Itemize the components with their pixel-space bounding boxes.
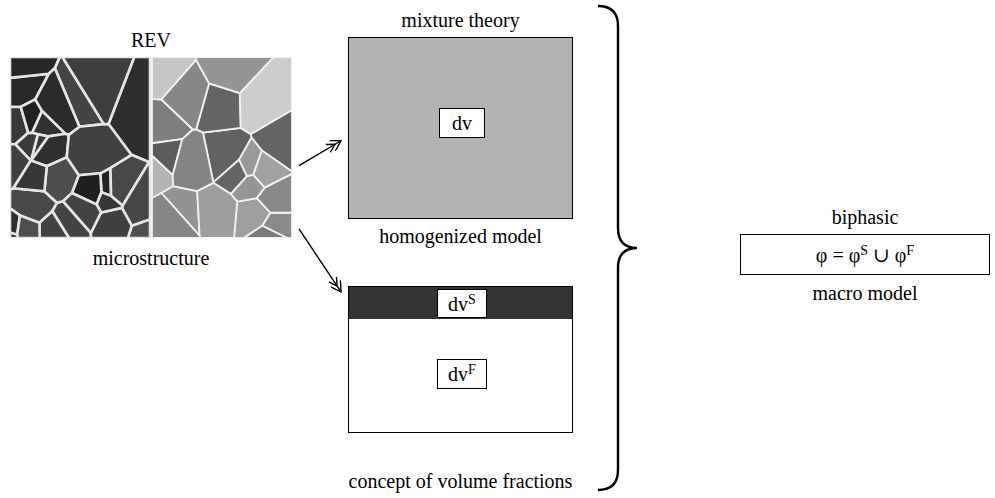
foam-cell — [257, 174, 292, 213]
fluid-element-box: dvF — [437, 359, 487, 389]
foam-cell — [152, 193, 200, 238]
box-label: φ = φS ∪ φF — [816, 243, 914, 266]
arrow-connector — [299, 141, 341, 166]
arrow-connector — [299, 229, 341, 292]
foam-cell — [173, 129, 214, 191]
box-label: dv — [452, 112, 472, 135]
caption-label: mixture theory — [401, 9, 519, 32]
caption-label: REV — [131, 29, 171, 52]
foam-micrograph — [10, 57, 292, 238]
foam-cell — [39, 211, 69, 238]
curly-brace — [598, 6, 637, 490]
caption-label: biphasic — [832, 206, 899, 229]
foam-cell — [67, 124, 132, 175]
macro-model-box: biphasicφ = φS ∪ φFmacro model — [740, 234, 990, 275]
caption-label: microstructure — [93, 247, 210, 270]
photo-ground — [152, 57, 292, 238]
foam-cell — [197, 183, 237, 238]
volume-fraction-box: concept of volume fractionsdvSdvF — [348, 286, 573, 433]
box-label: dvS — [448, 292, 476, 315]
photo-ground — [10, 57, 150, 238]
foam-photo-closed — [152, 57, 292, 238]
volume-element-box: dv — [439, 108, 485, 138]
microstructure-image: REVmicrostructure — [10, 57, 292, 238]
caption-label: concept of volume fractions — [349, 470, 573, 493]
foam-photo-open — [10, 57, 150, 238]
caption-label: macro model — [813, 282, 918, 305]
foam-cell — [196, 57, 273, 93]
box-label: dvF — [448, 363, 476, 386]
foam-cell — [35, 68, 79, 134]
solid-element-box: dvS — [437, 289, 487, 318]
caption-label: homogenized model — [379, 225, 542, 248]
homogenized-box: mixture theoryhomogenized modeldv — [348, 37, 573, 219]
foam-cell — [13, 161, 46, 192]
foam-cell — [17, 215, 39, 238]
foam-cell — [244, 226, 287, 238]
foam-cell — [63, 193, 101, 233]
